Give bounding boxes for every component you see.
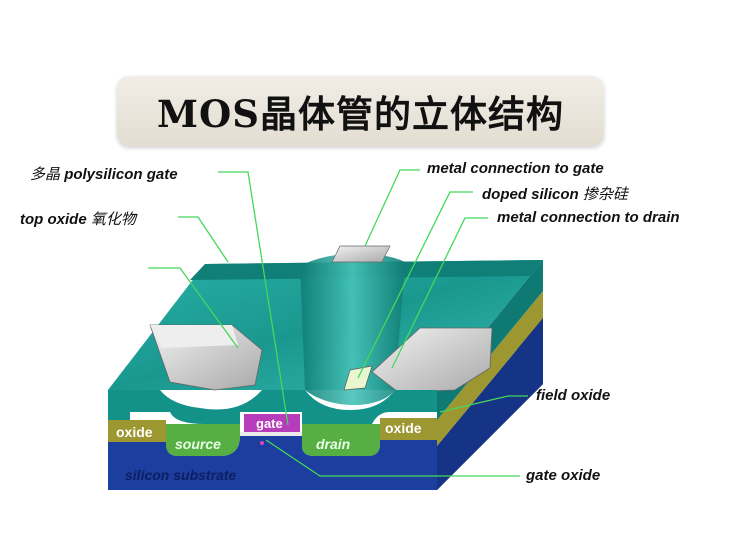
- metal-pad-right: [371, 327, 493, 393]
- leader-lines: [148, 169, 528, 477]
- source-label: source: [175, 436, 221, 452]
- label-field-oxide: field oxide: [536, 387, 611, 404]
- front-teal-face: [108, 390, 437, 424]
- label-metal-drain: metal connection to drain: [497, 209, 680, 226]
- oxide-left-label: oxide: [116, 424, 153, 440]
- source-region: [166, 424, 240, 456]
- gate-label: gate: [256, 416, 283, 431]
- leader-gate-oxide: [265, 439, 520, 477]
- gate-region: [244, 414, 300, 432]
- label-gate-oxide: gate oxide: [526, 467, 601, 484]
- front-field-oxide-left: [108, 420, 166, 442]
- substrate-side-face: [437, 318, 543, 490]
- leader-metal-gate: [364, 169, 420, 247]
- label-polysilicon-gate: 多晶 polysilicon gate: [30, 166, 178, 183]
- drain-label: drain: [316, 436, 350, 452]
- gate-oxide-layer: [240, 432, 302, 436]
- metal-gate-pad: [331, 245, 391, 263]
- leader-top-oxide: [178, 216, 229, 263]
- leader-doped-silicon: [357, 191, 473, 379]
- drain-region: [302, 424, 380, 456]
- leader-left-pad: [148, 267, 239, 349]
- field-oxide-side: [437, 291, 543, 446]
- page-title: MOS晶体管的立体结构: [157, 92, 564, 136]
- front-field-oxide-right: [380, 418, 437, 440]
- leader-metal-drain: [391, 217, 488, 369]
- metal-pad-left-top: [150, 325, 238, 348]
- leader-polysilicon-gate: [218, 171, 289, 426]
- leader-field-oxide: [439, 395, 528, 413]
- label-doped-silicon: doped silicon 掺杂硅: [482, 186, 628, 203]
- oxide-right-label: oxide: [385, 420, 422, 436]
- label-top-oxide: top oxide 氧化物: [20, 211, 136, 228]
- gate-oxide-dot: [260, 441, 264, 445]
- label-metal-gate: metal connection to gate: [427, 160, 604, 177]
- title-banner: MOS晶体管的立体结构: [117, 76, 604, 146]
- substrate-label: silicon substrate: [125, 467, 236, 483]
